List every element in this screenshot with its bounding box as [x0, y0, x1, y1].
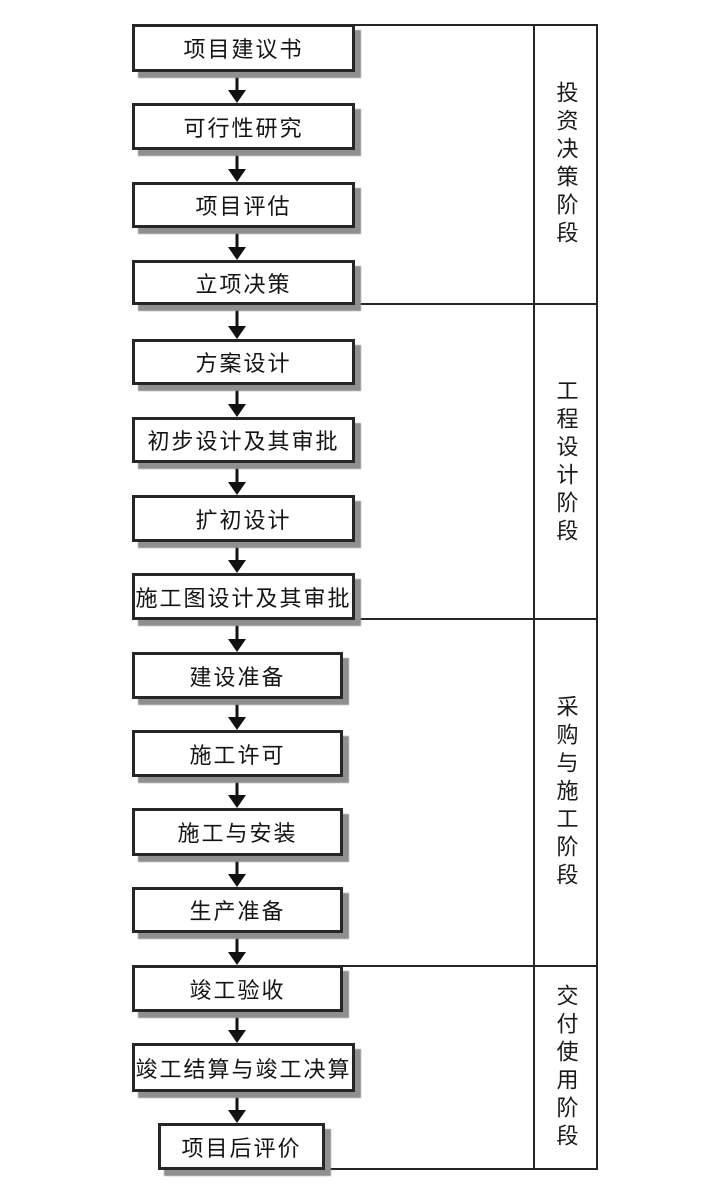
flow-step-box: 可行性研究 [132, 103, 355, 150]
flow-step-box: 施工许可 [132, 730, 343, 777]
flow-step-label: 竣工结算与竣工决算 [135, 1056, 352, 1082]
phase-section: 交付使用阶段 [535, 965, 596, 1170]
flow-step-box: 初步设计及其审批 [132, 417, 355, 463]
flow-step-label: 竣工验收 [189, 977, 286, 1003]
arrow-down-connector [228, 228, 246, 260]
flow-step-box: 施工与安装 [132, 808, 343, 856]
phase-column-right-border [596, 24, 598, 1170]
arrow-shaft [235, 777, 239, 797]
arrow-shaft [235, 1092, 239, 1112]
arrow-down-connector [228, 1012, 246, 1043]
arrow-down-connector [228, 1092, 246, 1123]
arrow-down-connector [228, 150, 246, 182]
arrow-shaft [235, 305, 239, 328]
flow-step-box: 方案设计 [132, 339, 355, 385]
arrow-head-icon [228, 560, 246, 573]
arrow-down-connector [228, 72, 246, 103]
phase-divider-line [353, 303, 598, 305]
arrow-shaft [235, 72, 239, 92]
flow-step-label: 施工图设计及其审批 [135, 585, 352, 611]
arrow-shaft [235, 150, 239, 171]
flow-step-label: 立项决策 [195, 271, 292, 297]
phase-section: 工程设计阶段 [535, 305, 596, 620]
phase-section: 采购与施工阶段 [535, 620, 596, 965]
flow-step-label: 初步设计及其审批 [147, 429, 340, 454]
arrow-down-connector [228, 856, 246, 887]
flow-step-label: 生产准备 [189, 899, 286, 924]
flow-step-label: 施工与安装 [177, 821, 298, 846]
flow-step-box: 施工图设计及其审批 [132, 573, 355, 620]
arrow-head-icon [228, 482, 246, 495]
flow-step-box: 扩初设计 [132, 495, 355, 542]
arrow-down-connector [228, 463, 246, 495]
arrow-shaft [235, 228, 239, 249]
arrow-head-icon [228, 169, 246, 182]
flow-step-box: 建设准备 [132, 652, 343, 699]
phase-divider-line [323, 1168, 598, 1170]
arrow-down-connector [228, 385, 246, 417]
phase-label: 工程设计阶段 [553, 378, 579, 547]
arrow-down-connector [228, 699, 246, 730]
arrow-shaft [235, 542, 239, 562]
phase-column-left-border [533, 24, 535, 1170]
flow-step-label: 项目建议书 [183, 37, 304, 62]
phase-divider-line [353, 618, 598, 620]
arrow-shaft [235, 856, 239, 876]
phase-label: 交付使用阶段 [553, 983, 579, 1152]
arrow-head-icon [228, 1030, 246, 1043]
flow-step-box: 生产准备 [132, 887, 343, 933]
arrow-head-icon [228, 326, 246, 339]
phase-section: 投资决策阶段 [535, 24, 596, 305]
arrow-head-icon [228, 1110, 246, 1123]
arrow-head-icon [228, 952, 246, 965]
arrow-head-icon [228, 90, 246, 103]
arrow-shaft [235, 699, 239, 719]
flow-step-box: 项目后评价 [158, 1123, 325, 1170]
arrow-down-connector [228, 542, 246, 573]
flow-step-label: 方案设计 [195, 351, 292, 376]
arrow-shaft [235, 620, 239, 641]
arrow-head-icon [228, 717, 246, 730]
phase-label: 采购与施工阶段 [553, 694, 579, 891]
arrow-down-connector [228, 305, 246, 339]
flow-step-label: 项目后评价 [181, 1135, 302, 1161]
flow-step-label: 可行性研究 [183, 115, 304, 141]
arrow-head-icon [228, 404, 246, 417]
arrow-shaft [235, 1012, 239, 1032]
arrow-head-icon [228, 795, 246, 808]
arrow-head-icon [228, 639, 246, 652]
arrow-shaft [235, 385, 239, 406]
arrow-down-connector [228, 620, 246, 652]
arrow-shaft [235, 933, 239, 954]
flow-step-box: 竣工验收 [132, 965, 343, 1012]
arrow-down-connector [228, 933, 246, 965]
phase-divider-line [341, 965, 598, 967]
arrow-head-icon [228, 874, 246, 887]
arrow-shaft [235, 463, 239, 484]
flow-step-box: 竣工结算与竣工决算 [132, 1043, 355, 1092]
flow-step-label: 施工许可 [189, 742, 286, 768]
phase-divider-line [353, 24, 598, 26]
flow-step-label: 项目评估 [195, 194, 292, 219]
phase-label: 投资决策阶段 [553, 80, 579, 249]
arrow-down-connector [228, 777, 246, 808]
flow-step-box: 立项决策 [132, 260, 355, 305]
flow-step-box: 项目建议书 [132, 24, 355, 72]
flow-step-label: 建设准备 [189, 664, 286, 690]
arrow-head-icon [228, 247, 246, 260]
flow-step-box: 项目评估 [132, 182, 355, 228]
flow-step-label: 扩初设计 [195, 507, 292, 533]
